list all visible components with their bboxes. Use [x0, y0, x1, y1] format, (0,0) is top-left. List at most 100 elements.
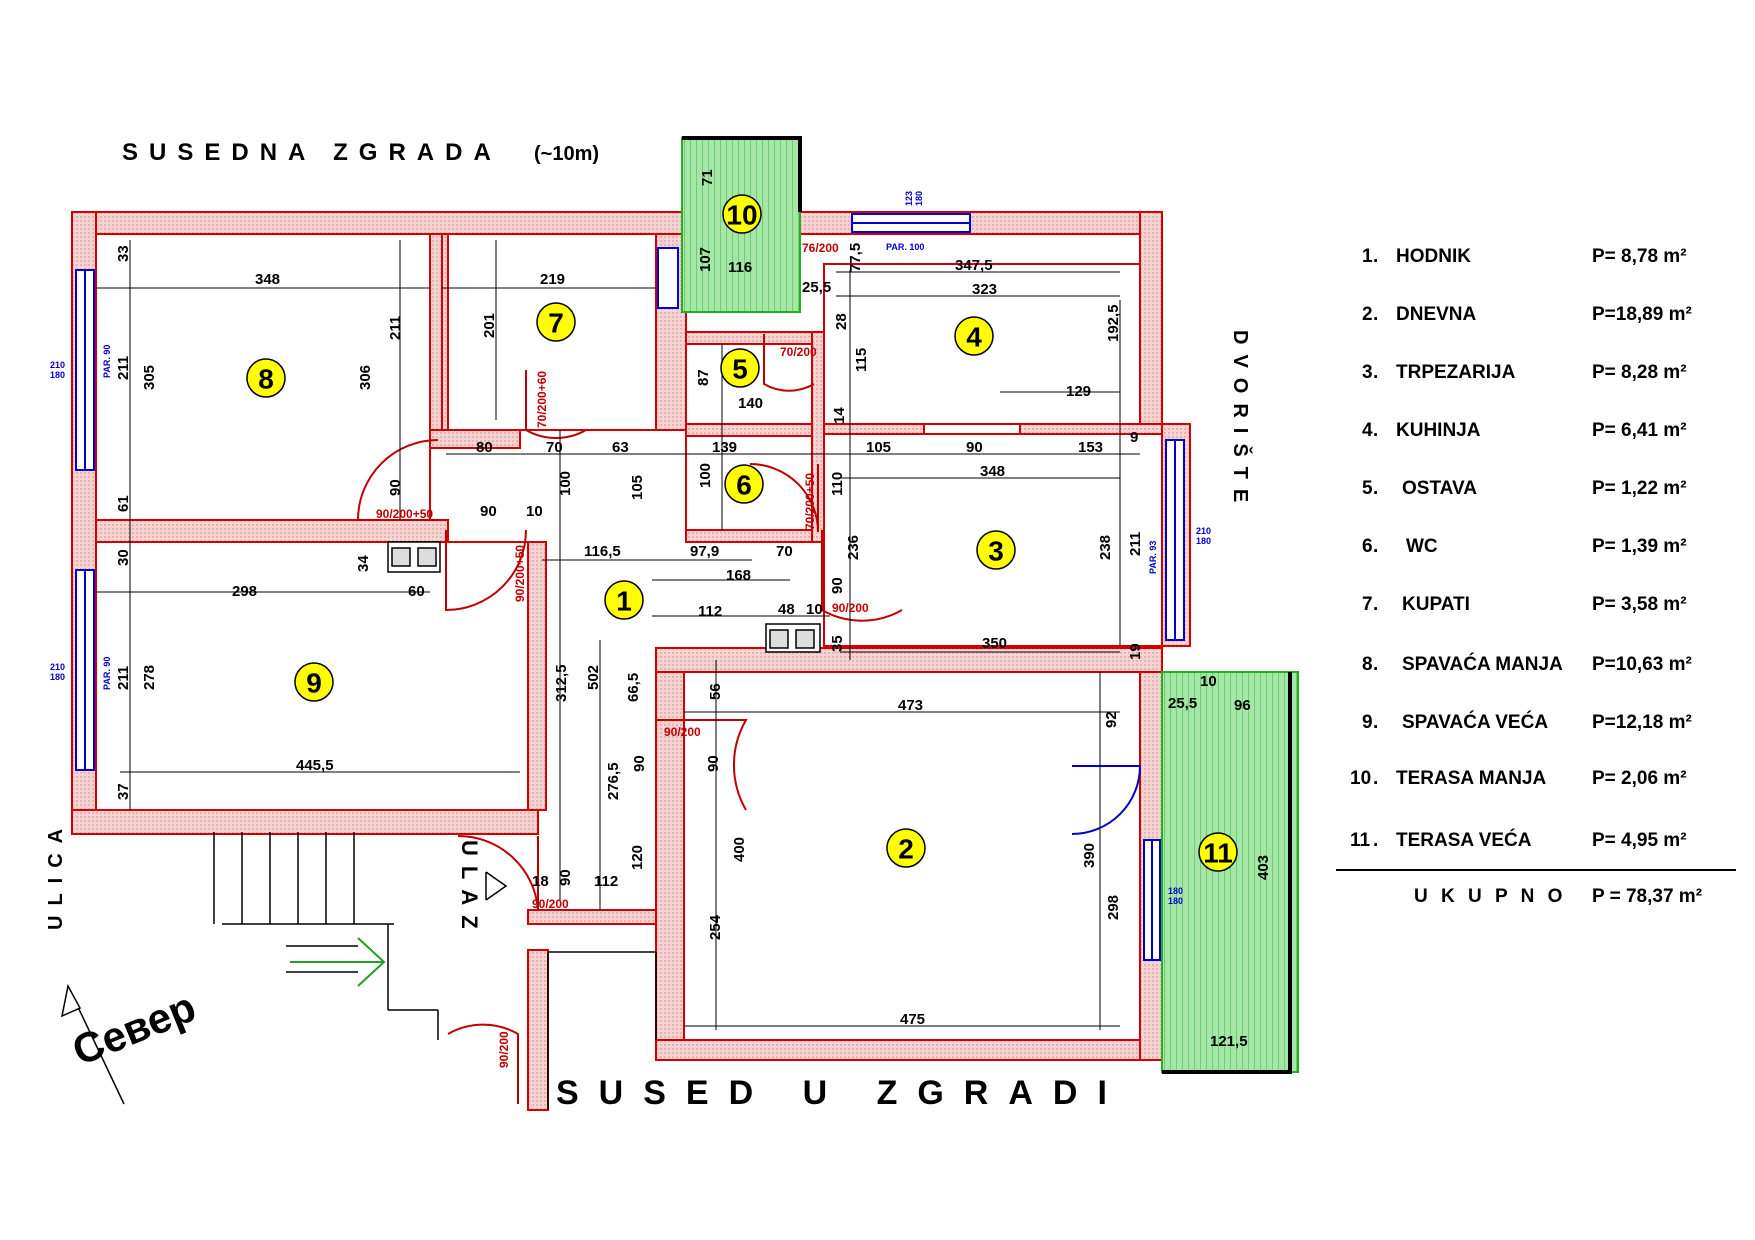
svg-text:390: 390 [1081, 843, 1098, 868]
room-marker-11: 11 [1198, 832, 1238, 872]
svg-text:76/200: 76/200 [802, 241, 839, 255]
svg-text:276,5: 276,5 [605, 762, 622, 800]
svg-text:400: 400 [731, 837, 748, 862]
svg-text:OSTAVA: OSTAVA [1402, 478, 1477, 499]
svg-text:210: 210 [50, 662, 65, 672]
svg-text:90/200: 90/200 [532, 897, 569, 911]
legend-row: 1. HODNIK P= 8,78 m² [1362, 246, 1687, 267]
svg-text:9: 9 [306, 668, 322, 699]
svg-text:97,9: 97,9 [690, 543, 719, 560]
svg-text:.: . [1373, 478, 1378, 499]
svg-text:KUPATI: KUPATI [1402, 594, 1470, 615]
svg-text:475: 475 [900, 1011, 925, 1028]
svg-text:153: 153 [1078, 439, 1103, 456]
svg-text:90: 90 [829, 577, 846, 594]
legend-row: 10. TERASA MANJA P= 2,06 m² [1350, 768, 1687, 789]
svg-text:116: 116 [728, 259, 752, 276]
svg-text:30: 30 [115, 549, 132, 566]
svg-text:KUHINJA: KUHINJA [1396, 420, 1481, 441]
svg-text:HODNIK: HODNIK [1396, 246, 1471, 267]
svg-text:P= 8,28 m²: P= 8,28 m² [1592, 362, 1687, 383]
svg-text:11: 11 [1203, 838, 1233, 869]
svg-text:14: 14 [831, 407, 848, 424]
svg-text:.: . [1373, 420, 1378, 441]
windows [75, 213, 1185, 961]
north-distance-note: (~10m) [534, 143, 599, 165]
svg-text:100: 100 [557, 471, 574, 496]
svg-text:48: 48 [778, 601, 795, 618]
svg-text:305: 305 [141, 365, 158, 390]
svg-text:SPAVAĆA MANJA: SPAVAĆA MANJA [1402, 653, 1563, 675]
svg-text:28: 28 [833, 313, 850, 330]
staircase [213, 832, 439, 1040]
room-marker-10: 10 [722, 194, 762, 234]
svg-text:.: . [1373, 246, 1378, 267]
svg-text:210: 210 [1196, 526, 1211, 536]
svg-text:P= 4,95 m²: P= 4,95 m² [1592, 830, 1687, 851]
svg-text:2: 2 [1362, 304, 1373, 325]
north-arrow-icon [60, 983, 125, 1105]
svg-text:.: . [1373, 830, 1378, 851]
total-label: U K U P N O [1414, 886, 1566, 907]
svg-text:PAR. 90: PAR. 90 [102, 345, 112, 378]
svg-text:SPAVAĆA VEĆA: SPAVAĆA VEĆA [1402, 711, 1548, 733]
svg-text:4: 4 [966, 322, 982, 353]
svg-text:56: 56 [707, 683, 724, 700]
svg-text:180: 180 [1196, 536, 1211, 546]
svg-text:323: 323 [972, 281, 997, 298]
svg-text:70/200+50: 70/200+50 [803, 473, 817, 530]
entrance-label: ULAZ [457, 840, 482, 939]
svg-text:254: 254 [707, 914, 724, 940]
svg-text:115: 115 [853, 348, 870, 372]
svg-text:278: 278 [141, 665, 158, 690]
svg-text:90: 90 [480, 503, 497, 520]
svg-text:90: 90 [387, 479, 404, 496]
svg-text:180: 180 [1168, 896, 1183, 906]
svg-text:211: 211 [115, 666, 132, 690]
terrace-11 [1161, 671, 1299, 1074]
svg-text:110: 110 [829, 472, 846, 496]
dimension-lines [96, 240, 1140, 1030]
svg-text:90: 90 [966, 439, 983, 456]
south-neighbor-label: SUSED U ZGRADI [556, 1074, 1127, 1112]
svg-text:3: 3 [988, 536, 1004, 567]
svg-text:P= 8,78 m²: P= 8,78 m² [1592, 246, 1687, 267]
room-marker-4: 4 [954, 316, 994, 356]
svg-text:TERASA MANJA: TERASA MANJA [1396, 768, 1547, 789]
svg-text:70: 70 [776, 543, 793, 560]
svg-text:5: 5 [1362, 478, 1373, 499]
svg-text:129: 129 [1066, 383, 1091, 400]
svg-text:105: 105 [629, 475, 646, 500]
room-outlines [95, 233, 1163, 1041]
svg-text:211: 211 [387, 316, 404, 340]
svg-text:140: 140 [738, 395, 763, 412]
doors [356, 334, 903, 1104]
door-labels: 76/200 70/200 70/200+60 70/200+50 90/200… [376, 241, 869, 1068]
svg-text:168: 168 [726, 567, 751, 584]
svg-text:80: 80 [476, 439, 493, 456]
svg-text:201: 201 [481, 313, 498, 338]
svg-text:6: 6 [1362, 536, 1373, 557]
svg-text:502: 502 [585, 665, 602, 690]
svg-text:PAR. 90: PAR. 90 [102, 657, 112, 690]
svg-text:PAR. 93: PAR. 93 [1148, 541, 1158, 574]
svg-text:120: 120 [629, 845, 646, 870]
svg-text:180: 180 [50, 370, 65, 380]
svg-text:10: 10 [806, 601, 823, 618]
legend-row: 6. WC P= 1,39 m² [1362, 536, 1687, 557]
svg-text:473: 473 [898, 697, 923, 714]
window-labels: PAR. 100 123 180 PAR. 90 210 180 PAR. 90… [50, 191, 1211, 906]
svg-text:348: 348 [255, 271, 280, 288]
svg-text:P= 2,06 m²: P= 2,06 m² [1592, 768, 1687, 789]
legend-row: 5. OSTAVA P= 1,22 m² [1362, 478, 1687, 499]
legend-row: 9. SPAVAĆA VEĆA P=12,18 m² [1362, 711, 1692, 733]
room-marker-5: 5 [720, 348, 760, 388]
svg-text:61: 61 [115, 495, 132, 512]
svg-text:.: . [1373, 654, 1378, 675]
svg-text:3: 3 [1362, 362, 1373, 383]
svg-text:.: . [1373, 362, 1378, 383]
walls [71, 211, 1191, 1111]
balcony-door-arc [1071, 765, 1142, 835]
svg-text:211: 211 [1127, 532, 1144, 556]
svg-text:P=12,18 m²: P=12,18 m² [1592, 712, 1692, 733]
